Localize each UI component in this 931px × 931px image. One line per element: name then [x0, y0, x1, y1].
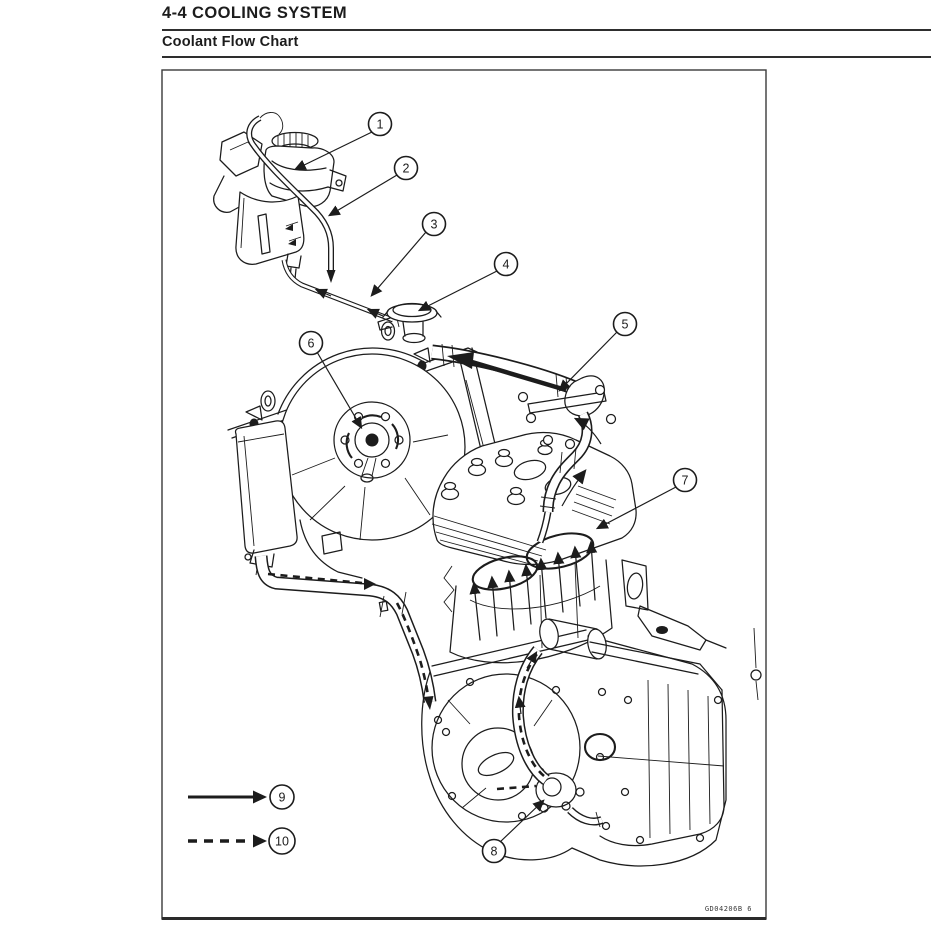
callout-6: 6 — [298, 330, 363, 430]
starter-motor — [539, 618, 607, 660]
callout-5: 5 — [558, 311, 638, 392]
crankcase — [421, 629, 727, 867]
callout-4: 4 — [417, 251, 519, 312]
thermostat-housing — [517, 375, 617, 544]
figure-title: Coolant Flow Chart — [162, 34, 299, 50]
breather-hose — [281, 259, 400, 328]
svg-text:4: 4 — [503, 258, 510, 272]
flow-arrow — [526, 650, 538, 669]
flow-arrow — [423, 696, 434, 710]
coolant-up-arrows — [469, 540, 598, 641]
svg-text:9: 9 — [279, 791, 286, 805]
legend-solid-arrowhead — [253, 790, 267, 804]
figure-code: GD04206B 6 — [705, 905, 752, 913]
engine — [421, 431, 762, 867]
transmission-case — [589, 641, 725, 847]
flow-arrow-main — [471, 359, 567, 393]
riser-hose — [496, 646, 550, 791]
svg-text:3: 3 — [431, 218, 438, 232]
flow-arrow — [514, 695, 526, 715]
legend-dashed-arrowhead — [253, 834, 267, 848]
flow-arrow — [314, 288, 332, 299]
callout-7: 7 — [595, 467, 698, 530]
svg-text:10: 10 — [275, 835, 289, 849]
flow-arrow — [366, 308, 384, 319]
reserve-tank — [213, 131, 347, 280]
valve-cover — [431, 431, 637, 566]
svg-text:5: 5 — [622, 318, 629, 332]
lower-radiator-hose — [254, 555, 437, 710]
overflow-arrow — [326, 270, 336, 283]
section-rule — [162, 29, 931, 32]
water-pump — [535, 732, 617, 828]
overflow-hose — [246, 112, 336, 283]
figure-title-rule — [162, 56, 931, 59]
upper-radiator-hose — [431, 343, 588, 400]
callout-1: 1 — [293, 111, 393, 171]
svg-text:8: 8 — [491, 845, 498, 859]
legend-dashed-arrow: 10 — [188, 827, 296, 855]
clutch-cover — [431, 673, 581, 823]
flow-arrow — [561, 469, 587, 507]
legend-solid-arrow: 9 — [188, 784, 295, 810]
callout-2: 2 — [327, 155, 419, 217]
svg-text:2: 2 — [403, 162, 410, 176]
callout-8: 8 — [481, 799, 545, 864]
svg-text:7: 7 — [682, 474, 689, 488]
flow-arrow — [364, 578, 376, 590]
svg-text:1: 1 — [377, 118, 384, 132]
section-title: 4-4 COOLING SYSTEM — [162, 4, 348, 22]
flow-arrow — [573, 417, 602, 445]
callout-3: 3 — [370, 211, 447, 297]
svg-text:6: 6 — [308, 337, 315, 351]
spark-plug-caps — [440, 439, 553, 506]
